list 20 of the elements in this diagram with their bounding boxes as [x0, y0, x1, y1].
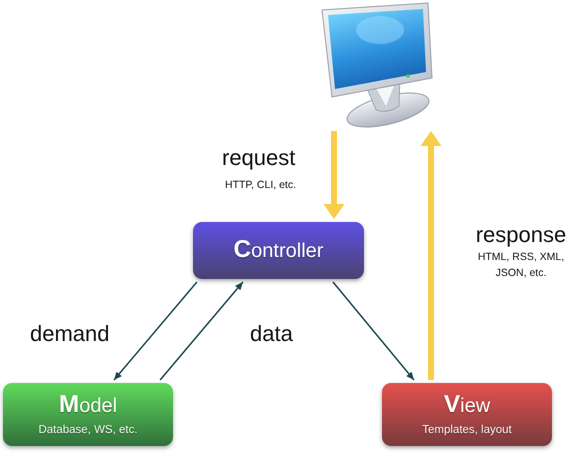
edge-label: data — [250, 323, 294, 345]
edge-label: request — [222, 147, 296, 169]
edge-label: demand — [30, 323, 111, 345]
component-box — [382, 383, 552, 446]
arrow — [113, 282, 198, 380]
desktop-computer-icon — [320, 2, 434, 128]
note-text: HTTP, CLI, etc. — [225, 178, 297, 193]
arrow — [160, 282, 244, 380]
component-box — [193, 222, 364, 279]
component-title: View — [444, 392, 490, 418]
note-text: HTML, RSS, XML, JSON, etc. — [476, 250, 566, 281]
edge-label: response — [474, 224, 568, 246]
arrow — [332, 282, 415, 380]
arrow — [420, 131, 442, 380]
component-title: Model — [58, 392, 118, 418]
component-title: Controller — [234, 238, 324, 263]
component-subtitle: Database, WS, etc. — [38, 422, 138, 436]
component-box — [3, 383, 173, 446]
component-subtitle: Templates, layout — [422, 422, 512, 436]
arrow — [324, 131, 344, 219]
